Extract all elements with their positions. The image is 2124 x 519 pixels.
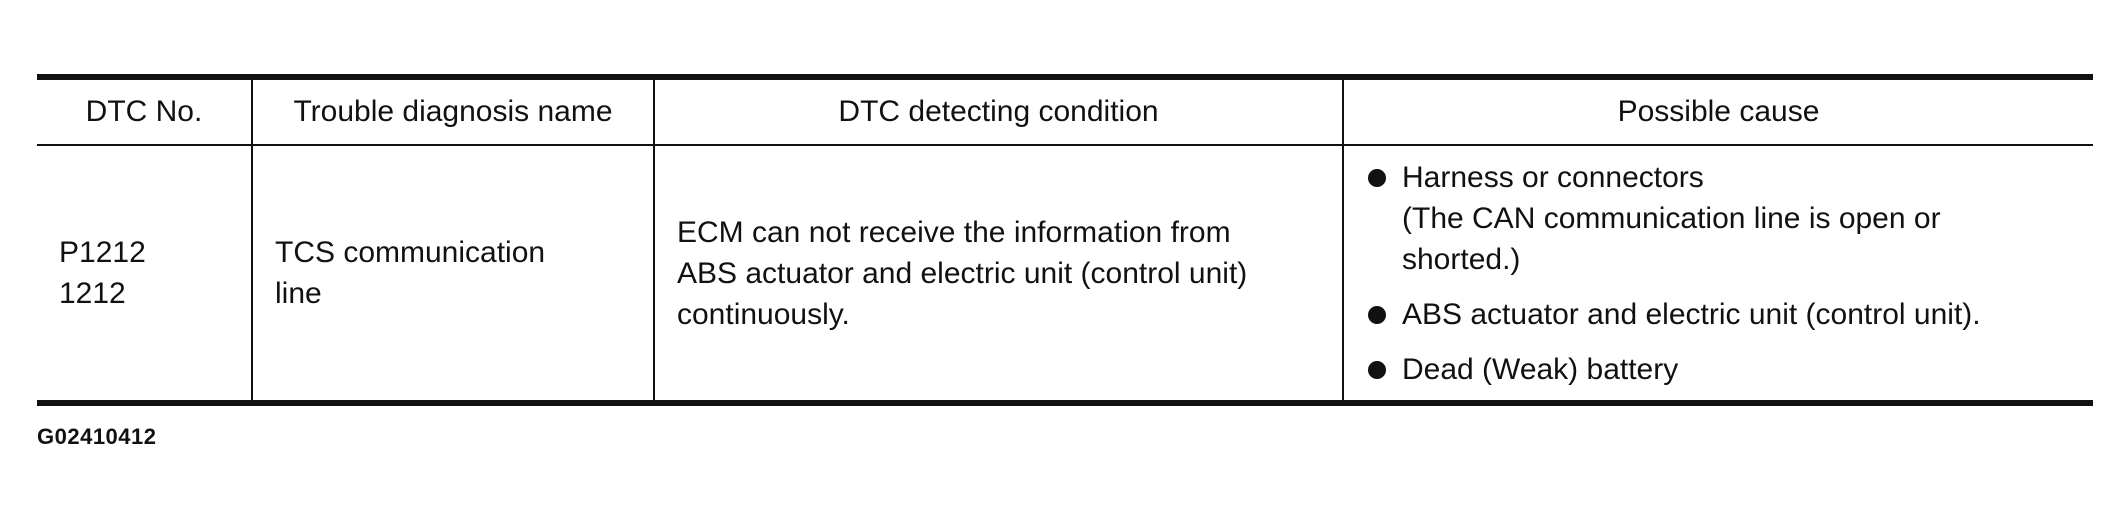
- header-detecting-condition: DTC detecting condition: [653, 77, 1343, 146]
- possible-cause-list: Harness or connectors (The CAN communica…: [1366, 157, 2071, 390]
- cause-line: (The CAN communication line is open or: [1402, 201, 1941, 235]
- condition-line: continuously.: [677, 297, 850, 331]
- cause-line: Dead (Weak) battery: [1402, 352, 1679, 386]
- dtc-code-alt: 1212: [59, 277, 126, 310]
- diagnosis-name-line: line: [275, 277, 322, 310]
- list-item: ABS actuator and electric unit (control …: [1366, 294, 2071, 335]
- table-header-row: DTC No. Trouble diagnosis name DTC detec…: [37, 77, 2093, 146]
- condition-line: ABS actuator and electric unit (control …: [677, 256, 1248, 290]
- cell-detecting-condition: ECM can not receive the information from…: [653, 145, 1343, 403]
- header-dtc-no: DTC No.: [37, 77, 252, 146]
- list-item: Dead (Weak) battery: [1366, 349, 2071, 390]
- cause-line: shorted.): [1402, 242, 1521, 276]
- bullet-icon: [1368, 168, 1386, 187]
- cause-line: Harness or connectors: [1402, 160, 1704, 194]
- bullet-icon: [1368, 360, 1386, 379]
- figure-id: G02410412: [37, 424, 157, 449]
- condition-line: ECM can not receive the information from: [677, 215, 1231, 249]
- cell-diagnosis-name: TCS communication line: [251, 145, 654, 403]
- list-item: Harness or connectors (The CAN communica…: [1366, 157, 2071, 280]
- bullet-icon: [1368, 305, 1386, 324]
- cell-possible-cause: Harness or connectors (The CAN communica…: [1342, 145, 2093, 403]
- dtc-table: DTC No. Trouble diagnosis name DTC detec…: [37, 74, 2093, 406]
- cell-dtc-no: P1212 1212: [37, 145, 252, 403]
- dtc-code: P1212: [59, 236, 146, 269]
- cause-line: ABS actuator and electric unit (control …: [1402, 297, 1981, 331]
- diagnosis-name-line: TCS communication: [275, 236, 546, 269]
- header-diagnosis-name: Trouble diagnosis name: [251, 77, 654, 146]
- header-possible-cause: Possible cause: [1342, 77, 2093, 146]
- table-row: P1212 1212 TCS communication line ECM ca…: [37, 145, 2093, 403]
